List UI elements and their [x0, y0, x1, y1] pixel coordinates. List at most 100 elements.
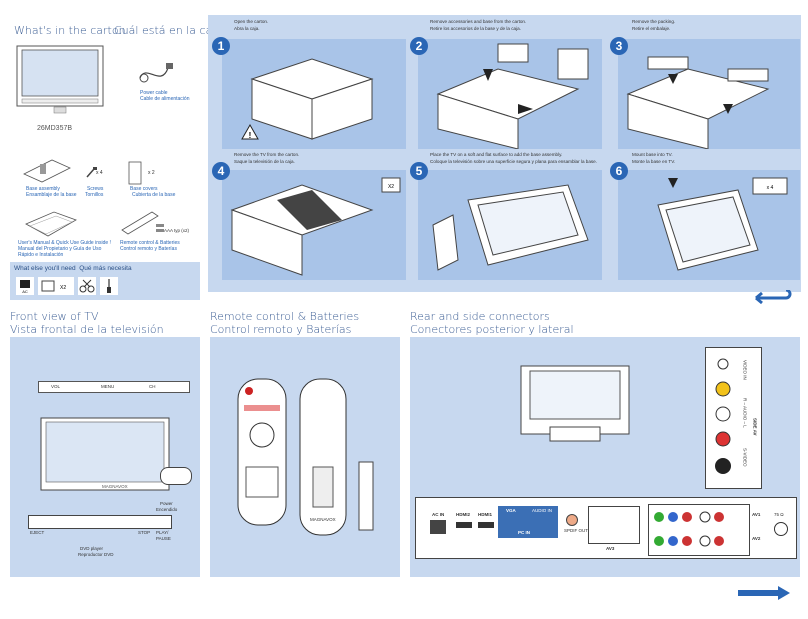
screw-count: x 4 [96, 170, 103, 176]
manual-label-es2: Rápido e Instalación [18, 252, 64, 258]
side-audio-label: R – AUDIO – L [742, 398, 748, 428]
batteries-needed-icon: X2 [38, 277, 74, 295]
step-3-image [618, 39, 800, 149]
connectors-title-en: Rear and side connectors [410, 310, 550, 323]
menu-label[interactable]: MENU [101, 384, 115, 389]
front-title-en: Front view of TV [10, 310, 99, 323]
power-button[interactable] [160, 467, 192, 485]
screws-label: Screws [87, 186, 104, 192]
power-label: Power [160, 501, 173, 506]
play-pause-button[interactable]: PLAY/ PAUSE [156, 530, 171, 541]
base-covers-label-es: Cubierta de la base [132, 192, 176, 198]
ac-label-text: AC [22, 289, 28, 294]
eject-button[interactable]: EJECT [30, 530, 45, 535]
vga-label: VGA [506, 508, 516, 513]
battery-cover-image [358, 461, 374, 531]
av3-label: AV3 [606, 546, 615, 551]
batteries-x2-text: X2 [60, 285, 66, 291]
carton-title-en: What's in the carton [14, 24, 126, 37]
ac-in-label: AC IN [432, 512, 445, 517]
spdif-port [566, 514, 578, 526]
power-label-es: Encendido [156, 507, 178, 512]
remote-panel: MAGNAVOX [210, 337, 400, 577]
hdmi1-port [478, 522, 494, 528]
scissors-icon [78, 277, 96, 295]
manual-label: User's Manual & Quick Use Guide inside ! [18, 240, 111, 246]
turn-arrow-icon [752, 290, 796, 306]
step-4-text-es: Saque la televisión de la caja. [234, 159, 295, 164]
carton-title-es: Cuál está en la caja [114, 24, 223, 37]
dvd-player-label: DVD player [80, 546, 104, 551]
audio-in-label: AUDIO IN [532, 508, 553, 513]
tv-rear-image [520, 365, 630, 445]
side-video-in-label: VIDEO IN [742, 360, 748, 380]
step-5-image [418, 170, 602, 280]
step-1-text-es: Abra la caja. [234, 26, 260, 31]
step-3-number: 3 [610, 37, 628, 55]
step-5-text-en: Place the TV on a soft and flat surface … [430, 152, 563, 157]
front-title-es: Vista frontal de la televisión [10, 323, 164, 336]
dvd-slot [28, 515, 172, 529]
step-2-number: 2 [410, 37, 428, 55]
need-title-en: What else you'll need [14, 265, 76, 272]
step-4: Remove the TV from the carton. Saque la … [212, 150, 406, 280]
remote-title-en: Remote control & Batteries [210, 310, 360, 323]
rear-connector-panel: AC IN HDMI2 HDMI1 VGA AUDIO IN PC IN SPD… [415, 497, 797, 559]
hdmi2-label: HDMI2 [456, 512, 471, 517]
remote-brand: MAGNAVOX [310, 517, 336, 522]
next-arrow-icon [738, 586, 790, 600]
ac-outlet-icon: AC [16, 277, 34, 295]
step-4-text-en: Remove the TV from the carton. [234, 152, 300, 157]
step-6-text-en: Mount base into TV. [632, 152, 673, 157]
manual-icon [24, 210, 78, 238]
step-2: Remove accessories and base from the car… [410, 17, 604, 149]
connectors-title-es: Conectores posterior y lateral [410, 323, 574, 336]
power-cable-label: Power cable [140, 90, 168, 96]
front-control-strip: VOL MENU CH [38, 381, 190, 393]
remote-front-image [236, 377, 288, 527]
ch-label[interactable]: CH [149, 384, 156, 389]
remote-title-es: Control remoto y Baterías [210, 323, 352, 336]
step-4-number: 4 [212, 162, 230, 180]
screw-icon [84, 166, 98, 180]
connectors-panel: VIDEO IN R – AUDIO – L S-VIDEO SIDE AV A… [410, 337, 800, 577]
step-5-text-es: Coloque la televisión sobre una superfic… [430, 159, 598, 164]
pc-in-label: PC IN [518, 530, 531, 535]
step-6-text-es: Monte la base en TV. [632, 159, 676, 164]
svg-text:!: ! [249, 131, 252, 140]
remote-label: Remote control & Batteries [120, 240, 180, 246]
stop-button[interactable]: STOP [138, 530, 151, 535]
screwdriver-icon [100, 277, 118, 295]
spdif-label: SPDIF OUT [564, 528, 589, 533]
step-5: Place the TV on a soft and flat surface … [410, 150, 604, 280]
step-2-text-en: Remove accessories and base from the car… [430, 19, 527, 24]
base-assembly-label: Base assembly [26, 186, 60, 192]
step-3: Remove the packing. Retire el embalaje. … [610, 17, 802, 149]
manual-label-es1: Manual del Propietario y Guía de Uso [18, 246, 102, 252]
av1-av2-block [648, 504, 750, 556]
side-av-label: SIDE AV [752, 418, 758, 436]
vol-label[interactable]: VOL [51, 384, 61, 389]
hdmi1-label: HDMI1 [478, 512, 493, 517]
base-assembly-icon [22, 156, 72, 184]
base-cover-icon [126, 160, 146, 186]
av2-label: AV2 [752, 536, 761, 541]
step-1: Open the carton. Abra la caja. ! 1 [212, 17, 406, 149]
step-6-image: x 4 [618, 170, 800, 280]
step-3-text-es: Retire el embalaje. [632, 26, 671, 31]
remote-back-image [298, 377, 348, 537]
front-tv-brand: MAGNAVOX [102, 484, 128, 489]
hdmi2-port [456, 522, 472, 528]
step-6-badge: x 4 [767, 185, 774, 191]
base-cover-count: x 2 [148, 170, 155, 176]
step-6-number: 6 [610, 162, 628, 180]
av1-label: AV1 [752, 512, 761, 517]
side-av-panel: VIDEO IN R – AUDIO – L S-VIDEO SIDE AV [705, 347, 762, 489]
need-panel: What else you'll need Qué más necesita A… [10, 262, 200, 300]
tv-model: 26MD357B [37, 125, 73, 132]
step-2-text-es: Retire los accesorios de la base y de la… [430, 26, 521, 31]
ac-in-port [430, 520, 446, 534]
step-1-image: ! [222, 39, 406, 149]
power-cable-label-es: Cable de alimentación [140, 96, 190, 102]
step-4-image: X2 [222, 170, 406, 280]
